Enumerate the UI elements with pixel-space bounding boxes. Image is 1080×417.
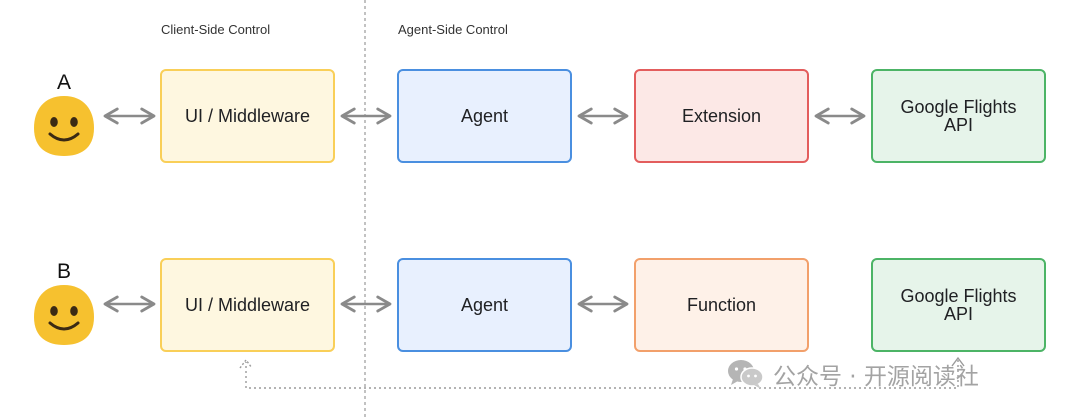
dotted-return-arrowhead <box>239 358 253 369</box>
agent-side-control-label: Agent-Side Control <box>398 22 508 37</box>
row-a-api-label: Google Flights API <box>900 97 1017 135</box>
row-a-agent-label: Agent <box>460 106 509 126</box>
row-a-agent-box: Agent <box>397 69 572 163</box>
row-b-agent-box: Agent <box>397 258 572 352</box>
row-a-extension-box: Extension <box>634 69 809 163</box>
row-b-letter: B <box>57 260 72 283</box>
smiley-face-icon <box>34 285 94 345</box>
row-a-middleware-label: UI / Middleware <box>184 106 311 126</box>
row-b-middleware-label: UI / Middleware <box>184 295 311 315</box>
row-b-api-box: Google Flights API <box>871 258 1046 352</box>
row-b-middleware-box: UI / Middleware <box>160 258 335 352</box>
wechat-icon <box>728 360 764 389</box>
row-a-extension-label: Extension <box>681 106 762 126</box>
row-b-agent-label: Agent <box>460 295 509 315</box>
watermark-text: 公众号 · 开源阅读社 <box>773 364 979 390</box>
row-b-api-label: Google Flights API <box>900 286 1017 324</box>
watermark: 公众号 · 开源阅读社 <box>727 358 979 390</box>
row-a-letter: A <box>57 71 72 94</box>
row-b-function-box: Function <box>634 258 809 352</box>
smiley-face-icon <box>34 96 94 156</box>
row-a-api-box: Google Flights API <box>871 69 1046 163</box>
row-b-function-label: Function <box>686 295 757 315</box>
dotted-api-arrowhead <box>951 356 965 367</box>
row-a-middleware-box: UI / Middleware <box>160 69 335 163</box>
client-side-control-label: Client-Side Control <box>161 22 271 37</box>
